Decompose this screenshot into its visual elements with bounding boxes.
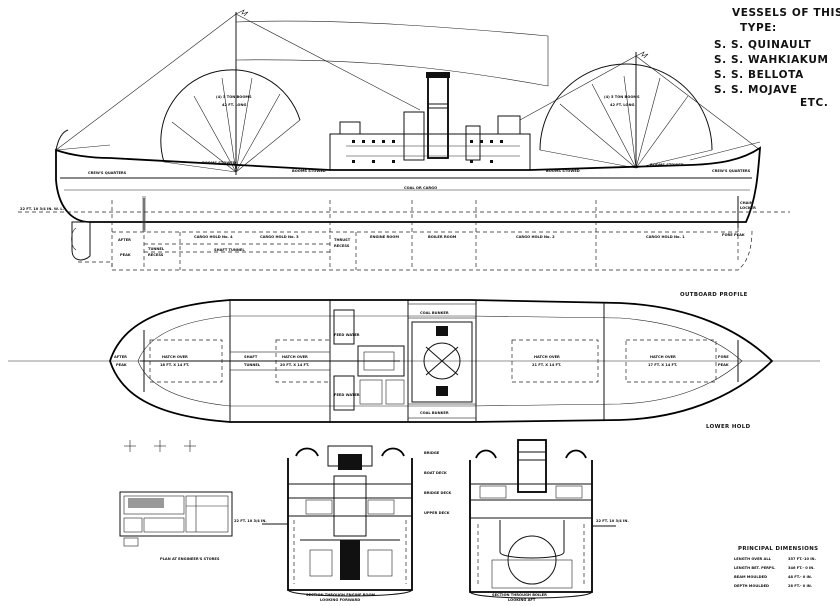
cargo-hold-3: CARGO HOLD No. 3 [260, 235, 299, 239]
deck-labels: BRIDGE BOAT DECK BRIDGE DECK UPPER DECK [424, 451, 452, 515]
hull-profile [55, 146, 762, 223]
boiler-caption-1: SECTION THROUGH BOILER [492, 593, 547, 597]
deck-bridge: BRIDGE [424, 451, 440, 455]
deck-boat: BOAT DECK [424, 471, 447, 475]
crews-quarters-fore: CREW'S QUARTERS [712, 169, 751, 173]
dim-value-2: 346 FT.- 0 IN. [788, 566, 815, 570]
dim-label-4: DEPTH MOULDED [734, 584, 769, 588]
awning [235, 20, 549, 87]
dim-value-3: 48 FT.- 0 IN. [788, 575, 812, 579]
hatch-4-size: 18 FT. X 14 FT. [160, 363, 189, 367]
hatch-2: HATCH OVER [534, 355, 560, 359]
dim-label-2: LENGTH BET. PERPS. [734, 566, 776, 570]
shaft-tunnel: SHAFT TUNNEL [214, 248, 245, 252]
draft-right: 22 FT. 10 3/4 IN. [596, 519, 629, 523]
booms-stowed-1: BOOMS STOWED [202, 161, 236, 165]
coal-bunker-bottom: COAL BUNKER [420, 411, 449, 415]
vessel-name-4: S. S. MOJAVE [714, 84, 798, 96]
fore-peak: FORE PEAK [722, 233, 745, 237]
draft-left: 22 FT. 10 3/4 IN. [234, 519, 267, 523]
deck-upper: UPPER DECK [424, 511, 450, 515]
hatch-1: HATCH OVER [650, 355, 676, 359]
dim-label-1: LENGTH OVER ALL [734, 557, 772, 561]
lh-after-peak: PEAK [116, 363, 127, 367]
hull-plan [109, 299, 774, 423]
crews-quarters-aft: CREW'S QUARTERS [88, 171, 127, 175]
feed-water-bottom: FEED WATER [334, 393, 360, 397]
hold-recess-2: RECESS [334, 244, 350, 248]
outboard-profile: (4) 5 TON BOOMS 42 FT. LONG (4) 5 TON BO… [18, 9, 790, 298]
boiler-funnel [517, 439, 547, 493]
lh-tunnel: TUNNEL [244, 363, 261, 367]
hold-peak: PEAK [120, 253, 131, 257]
coal-bunker-top: COAL BUNKER [420, 311, 449, 315]
vessel-name-1: S. S. QUINAULT [714, 39, 812, 51]
boiler [423, 342, 461, 380]
hold-after: AFTER [118, 238, 131, 242]
hold-thrust: THRUST [334, 238, 351, 242]
dimensions-title: PRINCIPAL DIMENSIONS [738, 546, 818, 552]
hatch-3-size: 20 FT. X 14 FT. [280, 363, 309, 367]
principal-dimensions: PRINCIPAL DIMENSIONS LENGTH OVER ALL 357… [734, 546, 818, 588]
deck-bridge-deck: BRIDGE DECK [424, 491, 452, 495]
dim-label-3: BEAM MOULDED [734, 575, 767, 579]
cargo-hold-1: CARGO HOLD No. 1 [646, 235, 685, 239]
vessels-heading-2: TYPE: [740, 22, 777, 34]
vessels-heading-1: VESSELS OF THIS [732, 7, 840, 19]
feed-water-top: FEED WATER [334, 333, 360, 337]
rudder [71, 221, 91, 261]
engine-room: ENGINE ROOM [370, 235, 399, 239]
booms-stowed-2: BOOMS STOWED [292, 169, 326, 173]
hatch-4: HATCH OVER [162, 355, 188, 359]
boiler-caption-2: LOOKING AFT [508, 598, 536, 602]
hatch-2-size: 21 FT. X 14 FT. [532, 363, 561, 367]
bridge-house [329, 133, 531, 171]
cargo-hold-2: CARGO HOLD No. 2 [516, 235, 555, 239]
vessel-name-2: S. S. WAHKIAKUM [714, 54, 829, 66]
fore-boom-label-2: 42 FT. LONG [610, 103, 634, 107]
boiler-room: BOILER ROOM [428, 235, 457, 239]
lh-after: AFTER [114, 355, 127, 359]
draft-mark: 22 FT. 10 3/4 IN. W. L. [20, 207, 64, 211]
hatch-1-size: 17 FT. X 14 FT. [648, 363, 677, 367]
boiler-section: 22 FT. 10 3/4 IN. SECTION THROUGH BOILER… [469, 439, 629, 602]
engine-caption-2: LOOKING FORWARD [320, 598, 360, 602]
engine-room-section: 22 FT. 10 3/4 IN. SECTION THROUGH ENGINE… [234, 445, 413, 602]
outboard-profile-title: OUTBOARD PROFILE [680, 292, 748, 298]
vessel-name-3: S. S. BELLOTA [714, 69, 804, 81]
lh-fore-peak: PEAK [718, 363, 729, 367]
booms-stowed-3: BOOMS STOWED [546, 169, 580, 173]
cargo-hold-4: CARGO HOLD No. 4 [194, 235, 233, 239]
fore-boom-arc [539, 63, 713, 151]
locker-label: LOCKER [740, 206, 756, 210]
vessel-list: VESSELS OF THIS TYPE: S. S. QUINAULT S. … [714, 7, 840, 109]
engineers-stores-plan: PLAN AT ENGINEER'S STORES [119, 440, 233, 561]
dim-value-1: 357 FT.-10 IN. [788, 557, 816, 561]
aft-boom-label-1: (4) 5 TON BOOMS [216, 95, 252, 99]
lower-hold-plan: AFTER PEAK FORE PEAK HATCH OVER 18 FT. X… [8, 299, 820, 430]
fore-boom-label-1: (4) 5 TON BOOMS [604, 95, 640, 99]
plan-caption: PLAN AT ENGINEER'S STORES [160, 557, 220, 561]
hold-tunnel: TUNNEL [148, 247, 165, 251]
hatch-3: HATCH OVER [282, 355, 308, 359]
hold-recess: RECESS [148, 253, 164, 257]
lh-shaft: SHAFT [244, 355, 258, 359]
lh-fore: FORE [718, 355, 729, 359]
coal-or-cargo-label: COAL OR CARGO [404, 186, 437, 190]
aft-boom-label-2: 42 FT. LONG [222, 103, 246, 107]
aft-boom-arc [160, 69, 301, 163]
lower-hold-title: LOWER HOLD [706, 424, 751, 430]
dim-value-4: 28 FT.- 0 IN. [788, 584, 812, 588]
chain-label: CHAIN [740, 201, 753, 205]
engine-caption-1: SECTION THROUGH ENGINE ROOM [306, 593, 376, 597]
booms-stowed-4: BOOMS STOWED [650, 163, 684, 167]
vessels-etc: ETC. [800, 97, 828, 109]
